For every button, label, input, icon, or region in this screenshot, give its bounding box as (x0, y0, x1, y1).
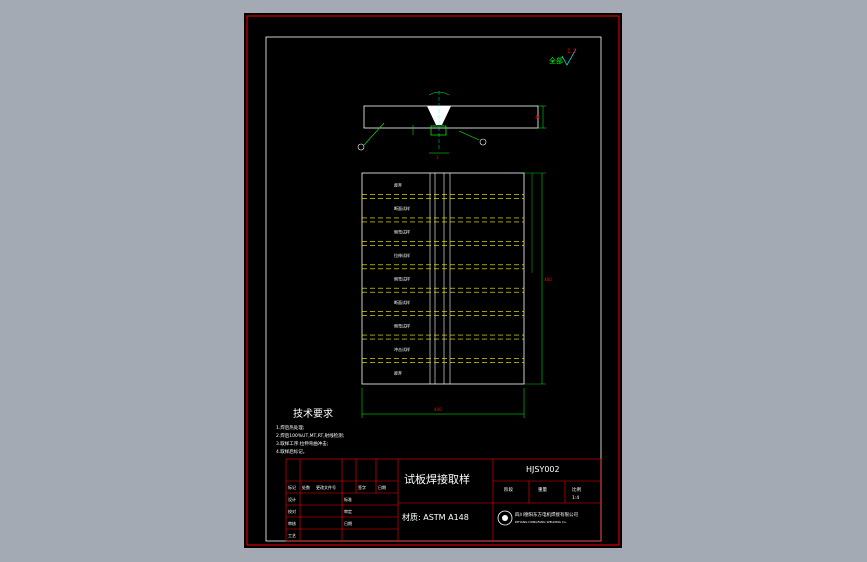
title-block (285, 458, 602, 542)
company-name-en: DEYANG DONGFANG WELDING Co. (515, 520, 567, 524)
role-standard: 标准 (344, 496, 352, 502)
role-design: 设计 (288, 496, 296, 502)
leader-left (363, 122, 385, 146)
tech-requirements: 技术要求 1.焊后热处理; 2.焊后100%UT,MT,RT,射线检测; 3.取… (276, 407, 344, 455)
specimen-label: 断面试样 (394, 205, 410, 211)
rev-header-sign: 签字 (358, 484, 366, 490)
role-date: 日期 (344, 520, 352, 526)
plate-outline (361, 172, 525, 385)
backing-strip (430, 125, 447, 136)
drawing-title: 试板焊接取样 (404, 472, 470, 486)
drawing-material: 材质: ASTM A148 (402, 512, 469, 522)
roughness-note: 全部 (549, 56, 563, 65)
callout-right (479, 138, 487, 146)
role-process: 工艺 (288, 533, 296, 538)
specimen-label: 侧弯试样 (394, 322, 410, 328)
specimen-label: 废弃 (394, 369, 402, 375)
role-check: 校对 (288, 508, 296, 514)
rev-header-date: 日期 (378, 484, 386, 490)
scale-label: 比例 (572, 486, 581, 493)
role-approve: 审定 (344, 508, 352, 514)
tech-item-1: 1.焊后热处理; (276, 424, 304, 431)
groove-angle-dim (428, 91, 450, 96)
company-logo (497, 510, 513, 526)
drawing-sheet: 1.2 全部 40 3 (244, 13, 622, 548)
drawing-number: HJSY002 (526, 465, 560, 474)
tech-item-4: 4.取样后标记。 (276, 448, 307, 455)
tech-item-2: 2.焊后100%UT,MT,RT,射线检测; (276, 432, 344, 439)
cut-lines (362, 194, 524, 363)
callout-left (357, 143, 365, 151)
rev-header-file: 更改文件号 (316, 484, 336, 490)
weld-section-view: 40 3 (357, 91, 546, 160)
specimen-label: 冲击试样 (394, 346, 410, 352)
role-review: 审核 (288, 520, 296, 526)
thickness-dim: 40 (535, 115, 541, 120)
specimen-label: 废弃 (394, 182, 402, 188)
outer-frame (246, 15, 620, 546)
length-dim: 480 (544, 277, 552, 282)
width-dim: 400 (434, 407, 442, 412)
company-name: 四川德阳东方电机焊接有限公司 (515, 511, 578, 518)
title-block-text: 试板焊接取样 材质: ASTM A148 HJSY002 阶段 重量 比例 1:… (288, 465, 581, 538)
scale-value: 1:4 (572, 495, 579, 501)
tech-item-3: 3.取样工序:拉伸弯曲冲击; (276, 440, 328, 447)
specimen-label: 侧弯试样 (394, 229, 410, 235)
plate-section (363, 105, 539, 129)
rev-header-mark: 标记 (288, 484, 296, 490)
specimen-label: 侧弯试样 (394, 276, 410, 282)
roughness-symbol: 1.2 全部 (549, 48, 577, 66)
specimen-label: 断面试样 (394, 299, 410, 305)
weight-label: 重量 (538, 486, 547, 493)
specimen-label: 拉伸试样 (394, 252, 410, 258)
gap-dim: 3 (436, 155, 439, 160)
roughness-value: 1.2 (567, 48, 577, 55)
stage-label: 阶段 (504, 486, 513, 493)
leader-right (458, 130, 480, 141)
drawing-canvas: 1.2 全部 40 3 (246, 15, 620, 546)
tech-title: 技术要求 (293, 407, 333, 420)
rev-header-count: 处数 (302, 484, 310, 490)
